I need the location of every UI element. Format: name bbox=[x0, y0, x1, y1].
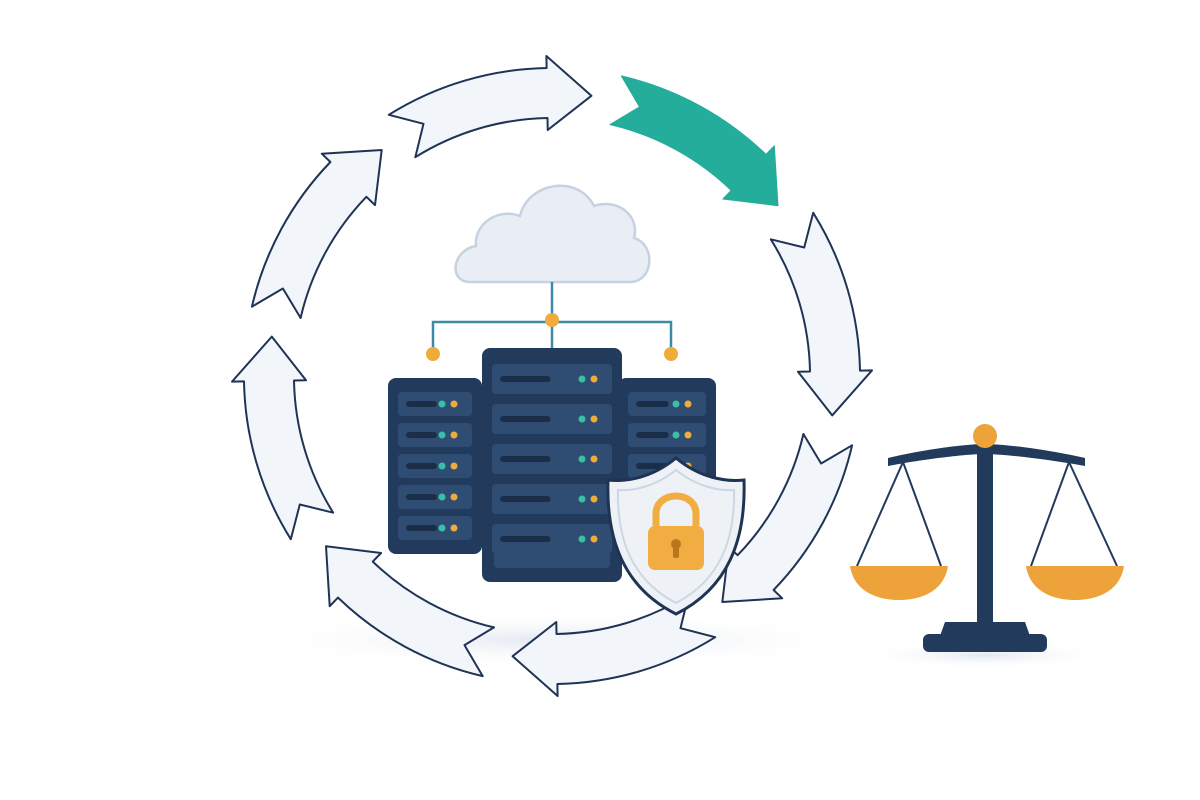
led-icon bbox=[438, 462, 446, 470]
led-icon bbox=[590, 375, 598, 383]
led-icon bbox=[450, 400, 458, 408]
server-left bbox=[388, 378, 482, 554]
balance-scale-icon bbox=[850, 424, 1124, 652]
led-icon bbox=[684, 431, 692, 439]
cycle-arrow bbox=[250, 149, 383, 319]
cycle-arrow bbox=[721, 433, 854, 603]
led-icon bbox=[450, 431, 458, 439]
server-slot bbox=[492, 484, 612, 514]
cycle-arrow bbox=[511, 593, 717, 697]
padlock-icon bbox=[648, 492, 704, 570]
led-icon bbox=[578, 495, 586, 503]
led-icon bbox=[590, 455, 598, 463]
scale-shadow bbox=[855, 641, 1115, 669]
scale-pan-left bbox=[850, 566, 948, 600]
cycle-arrow bbox=[769, 211, 873, 417]
cycle-arrow bbox=[231, 335, 335, 541]
led-icon bbox=[578, 375, 586, 383]
cycle-arrow bbox=[325, 545, 495, 678]
led-icon bbox=[450, 493, 458, 501]
led-icon bbox=[438, 400, 446, 408]
server-slot bbox=[492, 364, 612, 394]
led-icon bbox=[450, 524, 458, 532]
led-icon bbox=[438, 493, 446, 501]
cloud-icon bbox=[454, 184, 651, 284]
led-icon bbox=[672, 400, 680, 408]
server-rack-icon bbox=[388, 348, 716, 582]
led-icon bbox=[684, 400, 692, 408]
led-icon bbox=[590, 535, 598, 543]
led-icon bbox=[450, 462, 458, 470]
led-icon bbox=[672, 431, 680, 439]
led-icon bbox=[578, 415, 586, 423]
cycle-arrow bbox=[387, 55, 593, 159]
led-icon bbox=[578, 455, 586, 463]
led-icon bbox=[590, 495, 598, 503]
led-icon bbox=[578, 535, 586, 543]
server-slot bbox=[492, 444, 612, 474]
server-slot bbox=[492, 404, 612, 434]
led-icon bbox=[438, 524, 446, 532]
connector-node-icon bbox=[426, 313, 678, 361]
shield-lock-icon bbox=[606, 456, 746, 616]
scale-pan-right bbox=[1026, 566, 1124, 600]
led-icon bbox=[438, 431, 446, 439]
cycle-arrow-active bbox=[609, 75, 779, 207]
led-icon bbox=[590, 415, 598, 423]
cycle-arrows-icon bbox=[231, 55, 873, 697]
